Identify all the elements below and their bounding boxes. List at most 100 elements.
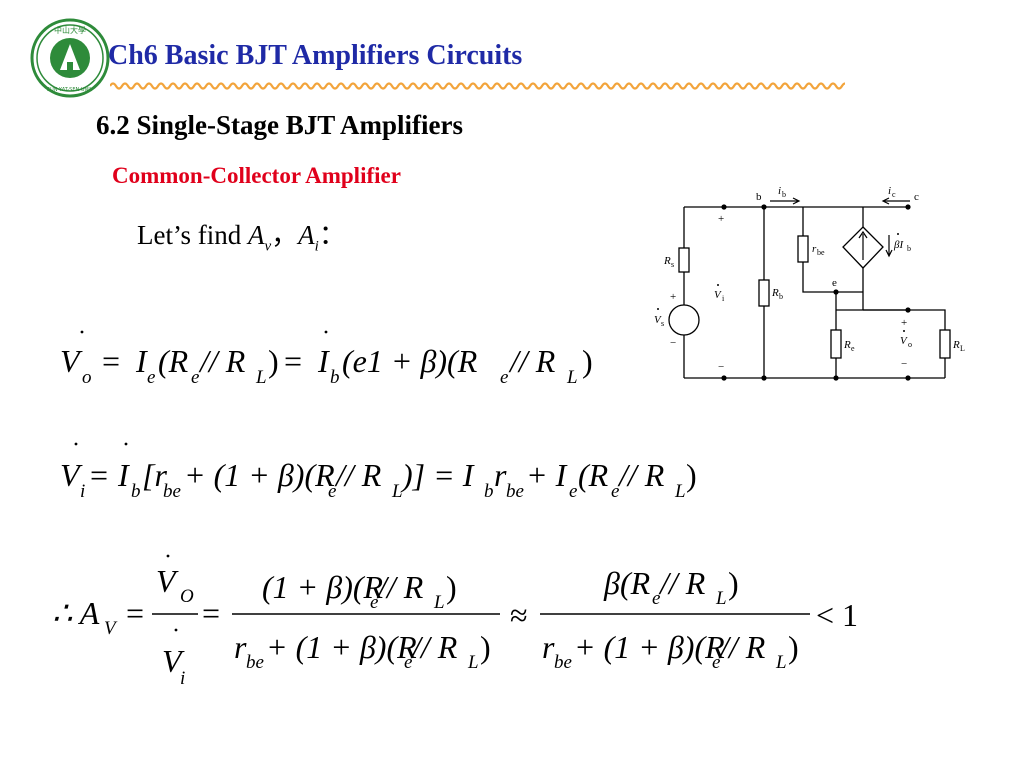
re-resistor (830, 329, 842, 359)
frac3-den-b-sub: e (712, 652, 720, 673)
frac2-den-c-sub: L (467, 652, 479, 673)
eq1-rl-sub: L (255, 367, 267, 388)
frac3-num-sub2: L (715, 588, 727, 609)
rbe-label: r (812, 243, 817, 255)
less-than-one: < 1 (816, 597, 858, 633)
rl-sub: L (960, 344, 965, 353)
rl-label: R (952, 339, 960, 351)
frac2-num-end: ) (446, 569, 457, 605)
eq2-rbe2: r (494, 457, 507, 493)
vi-label: V (714, 289, 722, 301)
frac3-num: β(R (603, 565, 651, 601)
eq1-par-rl: // R (198, 343, 246, 379)
vo-label: V (900, 335, 908, 347)
frac1-den: V (162, 643, 185, 679)
frac2-num-sub1: e (370, 592, 378, 613)
section-heading: 6.2 Single-Stage BJT Amplifiers (96, 110, 464, 140)
beta-ib-sub: b (907, 244, 911, 253)
frac2-den-a: r (234, 629, 247, 665)
eq2-ib2-sub: b (484, 481, 494, 502)
eq2-equals: = (90, 457, 108, 493)
eq2-gain-term: + (1 + β)(R (184, 457, 335, 493)
rbe-sub: be (817, 248, 825, 257)
ic-label: i (888, 185, 891, 197)
ib-sub: b (782, 190, 786, 199)
small-signal-circuit: b c e i b i c R s V i + − V s + − R b r … (654, 185, 965, 381)
rb-sub: b (779, 292, 783, 301)
vi-plus: + (718, 213, 724, 225)
eq1-equals: = (102, 343, 120, 379)
eq3-equals: = (126, 595, 144, 631)
vo-lhs: V (60, 343, 83, 379)
eq2-mid: )] = I (400, 457, 475, 493)
vo-lhs-sub: o (82, 367, 92, 388)
frac3-den-c-sub: L (775, 652, 787, 673)
av-symbol: A (247, 220, 265, 250)
rs-sub: s (671, 260, 674, 269)
frac2-num-mid: // R (376, 569, 424, 605)
eq2-rbe-sub: be (163, 481, 181, 502)
ai-sub: i (314, 238, 319, 255)
intro-end: ： (318, 220, 346, 250)
eq2-ie-sub: e (569, 481, 577, 502)
eq2-re-open: (R (578, 457, 609, 493)
frac3-num-sub1: e (652, 588, 660, 609)
eq2-rbe2-sub: be (506, 481, 524, 502)
ib-label: i (778, 185, 781, 197)
vi-sub: i (722, 294, 725, 303)
frac1-num-sub: O (180, 586, 194, 607)
frac3-den-b: + (1 + β)(R (574, 629, 725, 665)
frac2-den-b-sub: e (404, 652, 412, 673)
rl-resistor (939, 329, 951, 359)
frac2-num: (1 + β)(R (262, 569, 384, 605)
frac1-num: V (156, 563, 179, 599)
ic-sub: c (892, 190, 896, 199)
eq1-rl2-sub: L (566, 367, 578, 388)
vi-lhs-sub: i (80, 481, 85, 502)
approx-sign: ≈ (510, 597, 528, 633)
frac2-num-sub2: L (433, 592, 445, 613)
title-underline-wave (110, 82, 845, 90)
eq1-equals2: = (284, 343, 302, 379)
eq2-close: ) (686, 457, 697, 493)
frac3-den-a: r (542, 629, 555, 665)
equation-vi: V i = I b [r be + (1 + β)(R e // R L )] … (60, 442, 697, 502)
intro-text: Let’s find Av，Ai： (137, 213, 346, 255)
eq2-re2-sub: e (611, 481, 619, 502)
eq2-par-rl: // R (334, 457, 382, 493)
eq2-ib-sub: b (131, 481, 141, 502)
eq2-par-rl2: // R (617, 457, 665, 493)
intro-lead: Let’s find (137, 220, 248, 250)
frac2-den-d: ) (480, 629, 491, 665)
slide-title: Ch6 Basic BJT Amplifiers Circuits (108, 40, 523, 71)
vs-source (668, 304, 700, 336)
ai-symbol: A (298, 220, 315, 250)
frac2-den-a-sub: be (246, 652, 264, 673)
node-c-label: c (914, 191, 919, 203)
vs-sub: s (661, 319, 664, 328)
re-sub: e (851, 344, 855, 353)
eq2-ie: + I (526, 457, 568, 493)
equation-vo: V o = I e (R e // R L ) = I b (e1 + β)(R… (60, 330, 593, 388)
subsection-heading: Common-Collector Amplifier (112, 163, 401, 188)
frac2-den-c: // R (410, 629, 458, 665)
rs-resistor (678, 247, 690, 273)
frac3-den-a-sub: be (554, 652, 572, 673)
vo-plus: + (901, 317, 907, 329)
vs-plus: + (670, 291, 676, 303)
eq2-re-sub: e (328, 481, 336, 502)
rb-label: R (771, 287, 779, 299)
rs-label: R (663, 255, 671, 267)
eq1-ib-sub: b (330, 367, 340, 388)
frac3-num-mid: // R (658, 565, 706, 601)
vs-minus: − (670, 337, 676, 349)
svg-text:中山大學: 中山大學 (54, 25, 86, 35)
eq1-ie-sub: e (147, 367, 155, 388)
eq2-rl2-sub: L (674, 481, 686, 502)
university-logo: 中山大學 SUN YAT-SEN UNIV (30, 18, 110, 98)
frac3-den-c: // R (718, 629, 766, 665)
equation-av: ∴ A V = V O V i = (1 + β)(R e // R L ) r… (52, 554, 858, 689)
eq1-ib: I (317, 343, 330, 379)
beta-ib-label: βI (893, 239, 904, 251)
node-e-label: e (832, 277, 837, 289)
